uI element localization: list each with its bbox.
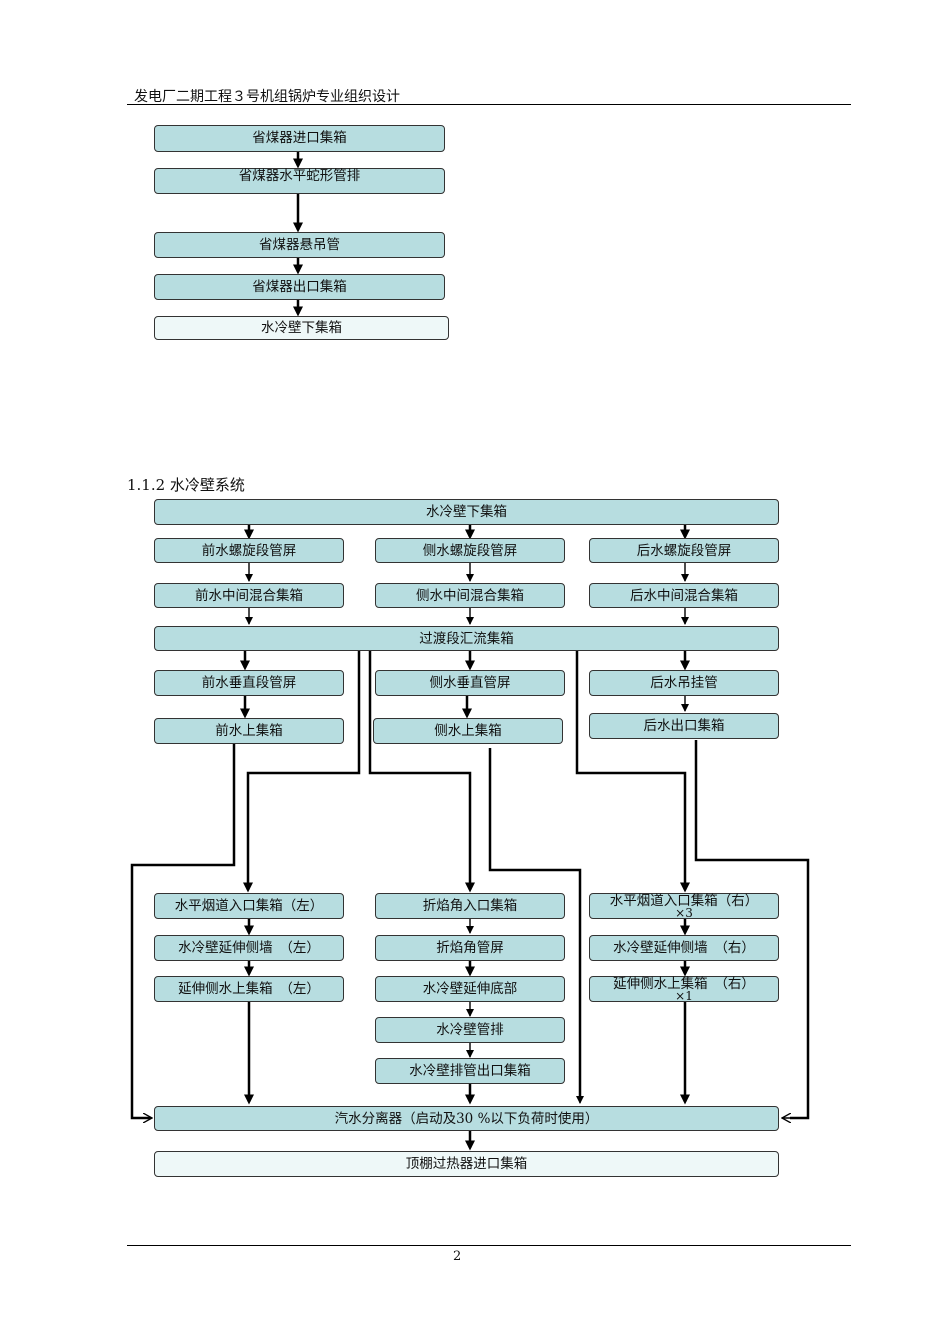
right-flue-inlet-header-note: ×3 [675, 906, 693, 920]
roof-superheater-inlet-header-box: 顶棚过热器进口集箱 [154, 1151, 779, 1177]
document-header-title: 发电厂二期工程３号机组锅炉专业组织设计 [134, 89, 400, 105]
side-vertical-panel-box: 侧水垂直管屏 [375, 670, 565, 696]
transition-collecting-header-box: 过渡段汇流集箱 [154, 626, 779, 651]
arch-panel-box: 折焰角管屏 [375, 935, 565, 961]
waterwall-tube-row-box: 水冷壁管排 [375, 1017, 565, 1043]
rear-spiral-panel-box: 后水螺旋段管屏 [589, 538, 779, 563]
economizer-inlet-header-box: 省煤器进口集箱 [154, 125, 445, 152]
tube-row-outlet-header-box: 水冷壁排管出口集箱 [375, 1058, 565, 1084]
footer-divider [127, 1245, 851, 1246]
right-flue-inlet-header-box: 水平烟道入口集箱（右） ×3 [589, 893, 779, 919]
right-extended-upper-header-label: 延伸侧水上集箱 （右） [613, 976, 755, 992]
left-extended-upper-header-box: 延伸侧水上集箱 （左） [154, 976, 344, 1002]
rear-mixing-header-box: 后水中间混合集箱 [589, 583, 779, 608]
left-extended-sidewall-box: 水冷壁延伸侧墙 （左） [154, 935, 344, 961]
header-divider [127, 104, 851, 105]
front-vertical-panel-box: 前水垂直段管屏 [154, 670, 344, 696]
left-flue-inlet-header-box: 水平烟道入口集箱（左） [154, 893, 344, 919]
page-number: 2 [453, 1249, 462, 1264]
rear-hanger-tube-box: 后水吊挂管 [589, 670, 779, 696]
steam-water-separator-box: 汽水分离器（启动及30 %以下负荷时使用） [154, 1106, 779, 1131]
right-extended-upper-header-box: 延伸侧水上集箱 （右） ×1 [589, 976, 779, 1002]
ww-lower-header-box: 水冷壁下集箱 [154, 499, 779, 525]
right-extended-upper-header-note: ×1 [675, 989, 693, 1003]
rear-outlet-header-box: 后水出口集箱 [589, 713, 779, 739]
section-title: 1.1.2 水冷壁系统 [127, 476, 245, 494]
economizer-horizontal-coil-box: 省煤器水平蛇形管排 [154, 168, 445, 194]
arch-inlet-header-box: 折焰角入口集箱 [375, 893, 565, 919]
right-extended-sidewall-box: 水冷壁延伸侧墙 （右） [589, 935, 779, 961]
front-mixing-header-box: 前水中间混合集箱 [154, 583, 344, 608]
extended-bottom-box: 水冷壁延伸底部 [375, 976, 565, 1002]
side-upper-header-box: 侧水上集箱 [373, 718, 563, 744]
front-spiral-panel-box: 前水螺旋段管屏 [154, 538, 344, 563]
side-mixing-header-box: 侧水中间混合集箱 [375, 583, 565, 608]
waterwall-lower-header-box: 水冷壁下集箱 [154, 316, 449, 340]
right-flue-inlet-header-label: 水平烟道入口集箱（右） [609, 893, 759, 909]
economizer-outlet-header-box: 省煤器出口集箱 [154, 274, 445, 300]
economizer-hanger-tube-box: 省煤器悬吊管 [154, 232, 445, 258]
front-upper-header-box: 前水上集箱 [154, 718, 344, 744]
side-spiral-panel-box: 侧水螺旋段管屏 [375, 538, 565, 563]
